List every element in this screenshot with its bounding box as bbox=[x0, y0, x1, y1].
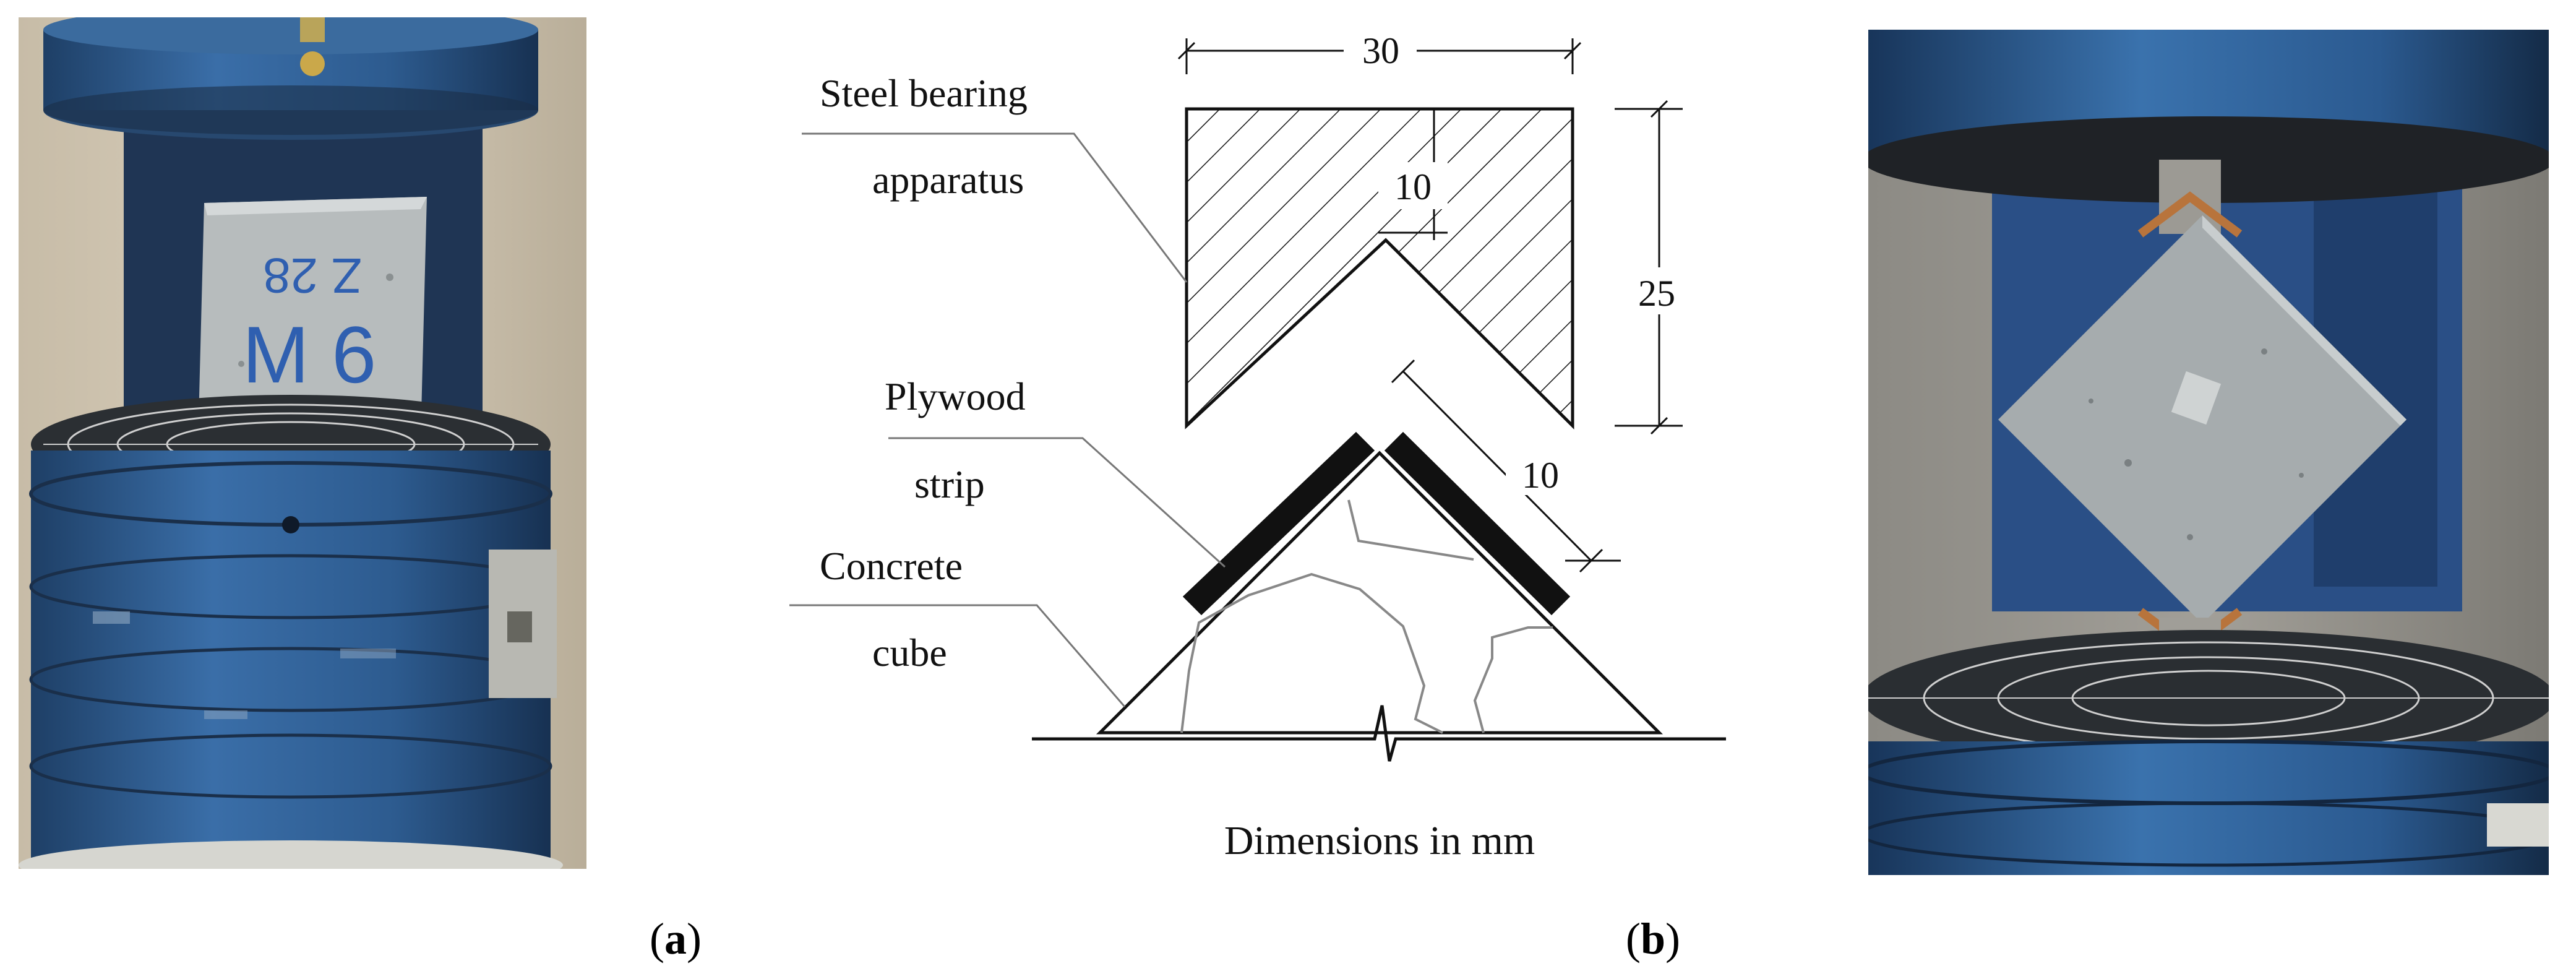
dimension-height: 25 bbox=[1615, 100, 1693, 435]
leader-lines bbox=[789, 132, 1226, 707]
label-apparatus: apparatus bbox=[872, 158, 1024, 202]
label-plywood: Plywood bbox=[885, 374, 1026, 418]
dimension-height-label: 25 bbox=[1638, 273, 1675, 314]
dimension-notch-depth-label: 10 bbox=[1394, 166, 1432, 207]
concrete-cube-photo: Z 28 M 6 bbox=[198, 197, 427, 444]
concrete-cube-diagonal-photo bbox=[1998, 215, 2406, 624]
dimension-width-label: 30 bbox=[1362, 30, 1399, 71]
crack-pattern bbox=[1180, 499, 1553, 734]
photo-specimen-cube-upright: Z 28 M 6 bbox=[19, 17, 586, 869]
label-cube: cube bbox=[872, 631, 947, 675]
label-concrete: Concrete bbox=[820, 544, 963, 588]
label-steel-bearing: Steel bearing bbox=[820, 71, 1028, 115]
photo-specimen-cube-diagonal bbox=[1868, 30, 2549, 875]
units-note: Dimensions in mm bbox=[1224, 818, 1535, 863]
label-strip: strip bbox=[914, 462, 985, 506]
caption-a: (a) bbox=[650, 914, 702, 964]
dimension-strip-length-label: 10 bbox=[1522, 455, 1559, 496]
caption-b: (b) bbox=[1626, 914, 1681, 964]
specimen-mark-bottom: M 6 bbox=[243, 309, 377, 400]
test-setup-diagram: 30 25 10 10 bbox=[789, 25, 1726, 863]
steel-bearing-apparatus bbox=[1185, 107, 1574, 430]
machine-label-plate bbox=[2487, 803, 2549, 847]
platen-lock-icon bbox=[300, 17, 325, 42]
concrete-cube-section bbox=[1096, 451, 1664, 735]
dimension-strip-length: 10 bbox=[1391, 359, 1621, 573]
dimension-width: 30 bbox=[1177, 25, 1582, 74]
ground-line bbox=[1032, 705, 1726, 762]
dimension-notch-depth: 10 bbox=[1378, 108, 1448, 240]
specimen-mark-top: Z 28 bbox=[263, 248, 362, 303]
